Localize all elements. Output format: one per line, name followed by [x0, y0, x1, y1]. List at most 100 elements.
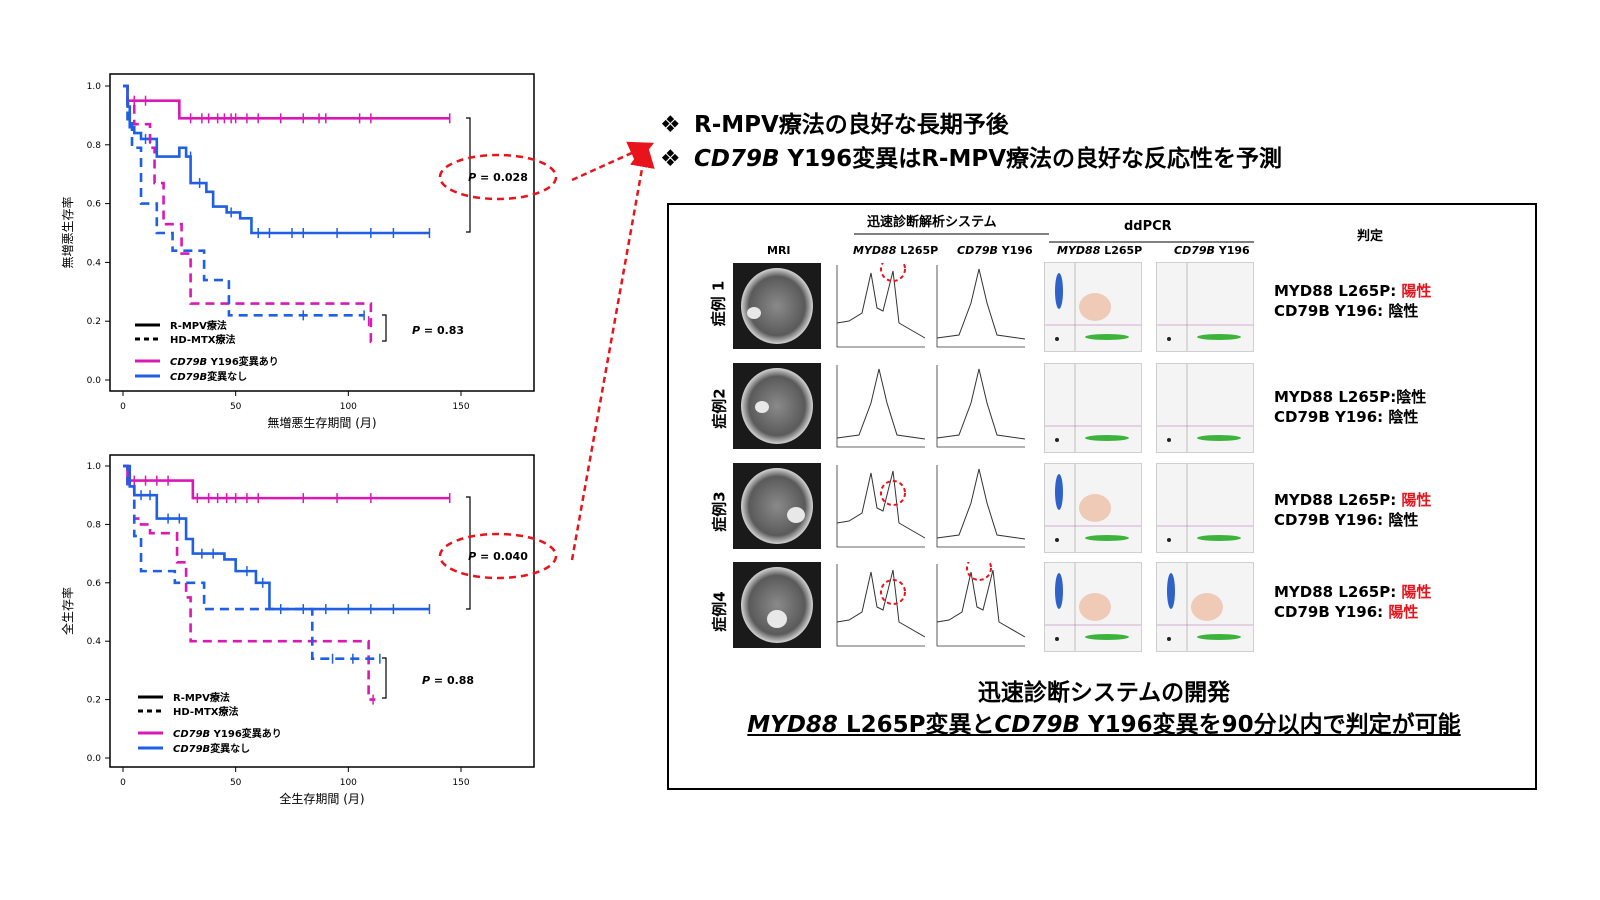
- km-curve: [123, 464, 376, 701]
- myd88-trace-case-3: [836, 465, 926, 548]
- legend-gene: CD79B: [170, 372, 207, 383]
- p-bracket: [466, 117, 471, 233]
- finding-2: ❖CD79B Y196変異はR-MPV療法の良好な反応性を予測: [660, 142, 1282, 176]
- legend-wildtype: CD79B変異なし: [170, 370, 247, 383]
- legend-text: 変異なし: [207, 370, 247, 383]
- y-tick-label: 0.8: [87, 520, 102, 530]
- gene-cd79b: CD79B: [957, 244, 998, 257]
- trace-axis: [836, 564, 925, 647]
- p-value-main: P = 0.028: [468, 171, 528, 184]
- wildtype-cluster: [1197, 535, 1241, 541]
- y-axis-label: 無増悪生存率: [60, 196, 75, 268]
- km-curve: [123, 464, 430, 611]
- x-tick-label: 150: [452, 402, 469, 412]
- judgement-header: 判定: [1357, 229, 1384, 244]
- legend-hdmtx: HD-MTX療法: [170, 333, 236, 346]
- col-cd79b-ddpcr: CD79B Y196: [1174, 244, 1250, 257]
- variant-l265p: L265P: [1100, 244, 1143, 257]
- y-tick-label: 1.0: [87, 82, 102, 92]
- trace-axis: [936, 564, 1025, 647]
- myd88-label: MYD88 L265P:: [1274, 388, 1397, 406]
- legend-hdmtx: HD-MTX療法: [173, 705, 239, 718]
- negative-cluster: [1167, 438, 1171, 442]
- variant-y196: Y196: [1214, 244, 1250, 257]
- mutation-peak-highlight: [880, 579, 906, 605]
- arrow-from-os: [570, 142, 655, 561]
- case-4-label: 症例4: [710, 591, 729, 632]
- x-tick-label: 0: [120, 778, 126, 788]
- col-myd88-trace: MYD88 L265P: [853, 244, 938, 257]
- y-tick-label: 0.2: [87, 696, 101, 706]
- result-positive: 陽性: [1401, 491, 1432, 509]
- gene-cd79b: CD79B: [994, 712, 1080, 738]
- result-negative: 陰性: [1396, 388, 1427, 406]
- p-value: = 0.88: [430, 674, 474, 687]
- legend-text: 変異なし: [210, 742, 250, 755]
- plot-frame: [109, 73, 535, 392]
- result-negative: 陰性: [1388, 511, 1419, 529]
- km-curve: [123, 84, 430, 235]
- ddpcr-cd79b-case-3: [1156, 463, 1254, 553]
- legend-text: Y196変異あり: [207, 355, 279, 368]
- trace-curve: [836, 368, 926, 440]
- legend-mutant: CD79B Y196変異あり: [173, 727, 282, 740]
- case-1-myd88-result: MYD88 L265P: 陽性: [1274, 281, 1431, 301]
- result-positive: 陽性: [1401, 583, 1432, 601]
- plot-frame: [109, 454, 535, 768]
- p-value-sub: P = 0.83: [412, 324, 464, 337]
- p-symbol: P: [412, 324, 420, 337]
- p-value: = 0.83: [420, 324, 464, 337]
- myd88-label: MYD88 L265P:: [1274, 583, 1402, 601]
- trace-curve: [936, 569, 1026, 638]
- case-3-judgement: MYD88 L265P: 陽性 CD79B Y196: 陰性: [1274, 490, 1431, 530]
- cd79b-label: CD79B Y196:: [1274, 511, 1389, 529]
- finding-1-text: R-MPV療法の良好な長期予後: [694, 112, 1009, 138]
- mri-image-case-3: [733, 463, 821, 549]
- case-4-judgement: MYD88 L265P: 陽性 CD79B Y196: 陽性: [1274, 582, 1431, 622]
- p-bracket-sub: [382, 314, 387, 342]
- cd79b-trace-case-4: [936, 562, 1026, 647]
- mutation-peak-highlight: [880, 480, 906, 506]
- trace-curve: [936, 468, 1026, 540]
- negative-cluster: [1167, 637, 1171, 641]
- case-1-cd79b-result: CD79B Y196: 陰性: [1274, 301, 1431, 321]
- trace-axis: [936, 465, 1025, 548]
- y-tick-label: 0.6: [87, 200, 102, 210]
- diamond-bullet-icon: ❖: [660, 146, 681, 172]
- legend-gene: CD79B: [173, 744, 210, 755]
- y-tick-label: 1.0: [87, 462, 102, 472]
- x-axis-label: 無増悪生存期間 (月): [267, 415, 376, 430]
- myd88-label: MYD88 L265P:: [1274, 282, 1402, 300]
- footer-subtitle: MYD88 L265P変異とCD79B Y196変異を90分以内で判定が可能: [669, 705, 1539, 739]
- result-positive: 陽性: [1388, 603, 1419, 621]
- mutation-peak-highlight: [966, 562, 992, 581]
- mri-image-case-4: [733, 562, 821, 648]
- col-myd88-ddpcr: MYD88 L265P: [1057, 244, 1142, 257]
- trace-axis: [936, 265, 1025, 348]
- case-3-cd79b-result: CD79B Y196: 陰性: [1274, 510, 1431, 530]
- variant-l265p: L265P: [896, 244, 939, 257]
- gene-cd79b: CD79B: [1174, 244, 1215, 257]
- cd79b-label: CD79B Y196:: [1274, 603, 1389, 621]
- myd88-label: MYD88 L265P:: [1274, 491, 1402, 509]
- finding-2-gene: CD79B: [694, 146, 780, 172]
- trace-axis: [936, 365, 1025, 448]
- wildtype-cluster: [1197, 435, 1241, 441]
- negative-cluster: [1055, 538, 1059, 542]
- negative-cluster: [1055, 438, 1059, 442]
- ddpcr-cd79b-case-1: [1156, 262, 1254, 352]
- wildtype-cluster: [1085, 634, 1129, 640]
- diamond-bullet-icon: ❖: [660, 112, 681, 138]
- ddpcr-cd79b-case-2: [1156, 363, 1254, 453]
- case-2-cd79b-result: CD79B Y196: 陰性: [1274, 407, 1426, 427]
- mutant-cluster: [1167, 573, 1175, 609]
- rapid-diagnosis-panel: 迅速診断解析システム ddPCR 判定 MRI MYD88 L265P CD79…: [667, 203, 1537, 790]
- p-value: = 0.040: [476, 550, 528, 563]
- myd88-trace-case-2: [836, 365, 926, 448]
- case-2-judgement: MYD88 L265P:陰性 CD79B Y196: 陰性: [1274, 387, 1426, 427]
- ddpcr-myd88-case-1: [1044, 262, 1142, 352]
- km-curve: [123, 464, 450, 500]
- y-tick-label: 0.2: [87, 317, 101, 327]
- double-positive-cluster: [1079, 494, 1111, 522]
